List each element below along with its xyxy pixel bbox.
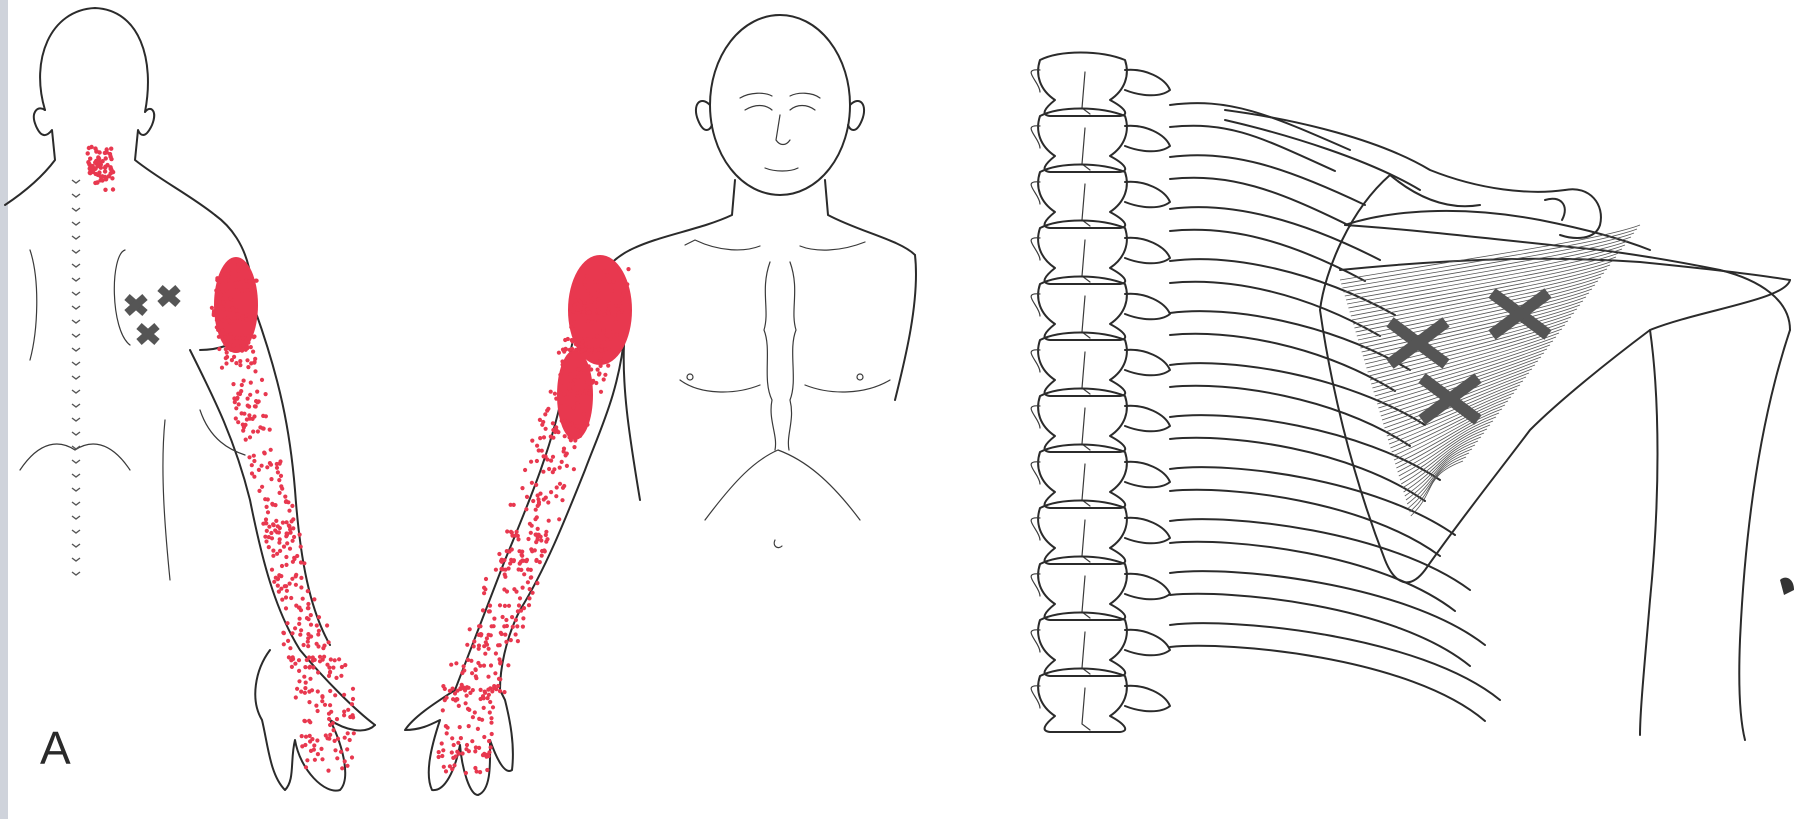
infraspinatus-muscle-fibers [1340,225,1640,516]
skeletal-figure [1031,53,1794,741]
trigger-point-marker [127,297,145,313]
spinous-process-marks [72,180,80,575]
scan-edge [0,0,8,819]
mouth [765,168,798,171]
rib-cage [1170,103,1500,721]
head-outline [710,15,850,195]
vertebral-column [1031,53,1170,733]
eye-right [790,106,815,111]
nose [776,115,790,145]
pectoral-line [680,380,760,392]
trigger-point-marker [1492,293,1548,335]
anterior-figure [405,15,916,795]
nipple [857,374,863,380]
trigger-point-marker [139,326,157,342]
nipple [687,374,693,380]
posterior-trigger-points [127,288,178,342]
trigger-point-marker [1422,378,1478,420]
pen-mark [1780,578,1794,595]
referred-pain-anterior-arm [437,255,633,775]
navel [774,540,782,548]
referred-pain-neck [86,145,116,192]
trigger-point-marker [160,288,178,304]
eye-left [745,106,772,111]
referred-pain-posterior-arm [210,257,356,773]
